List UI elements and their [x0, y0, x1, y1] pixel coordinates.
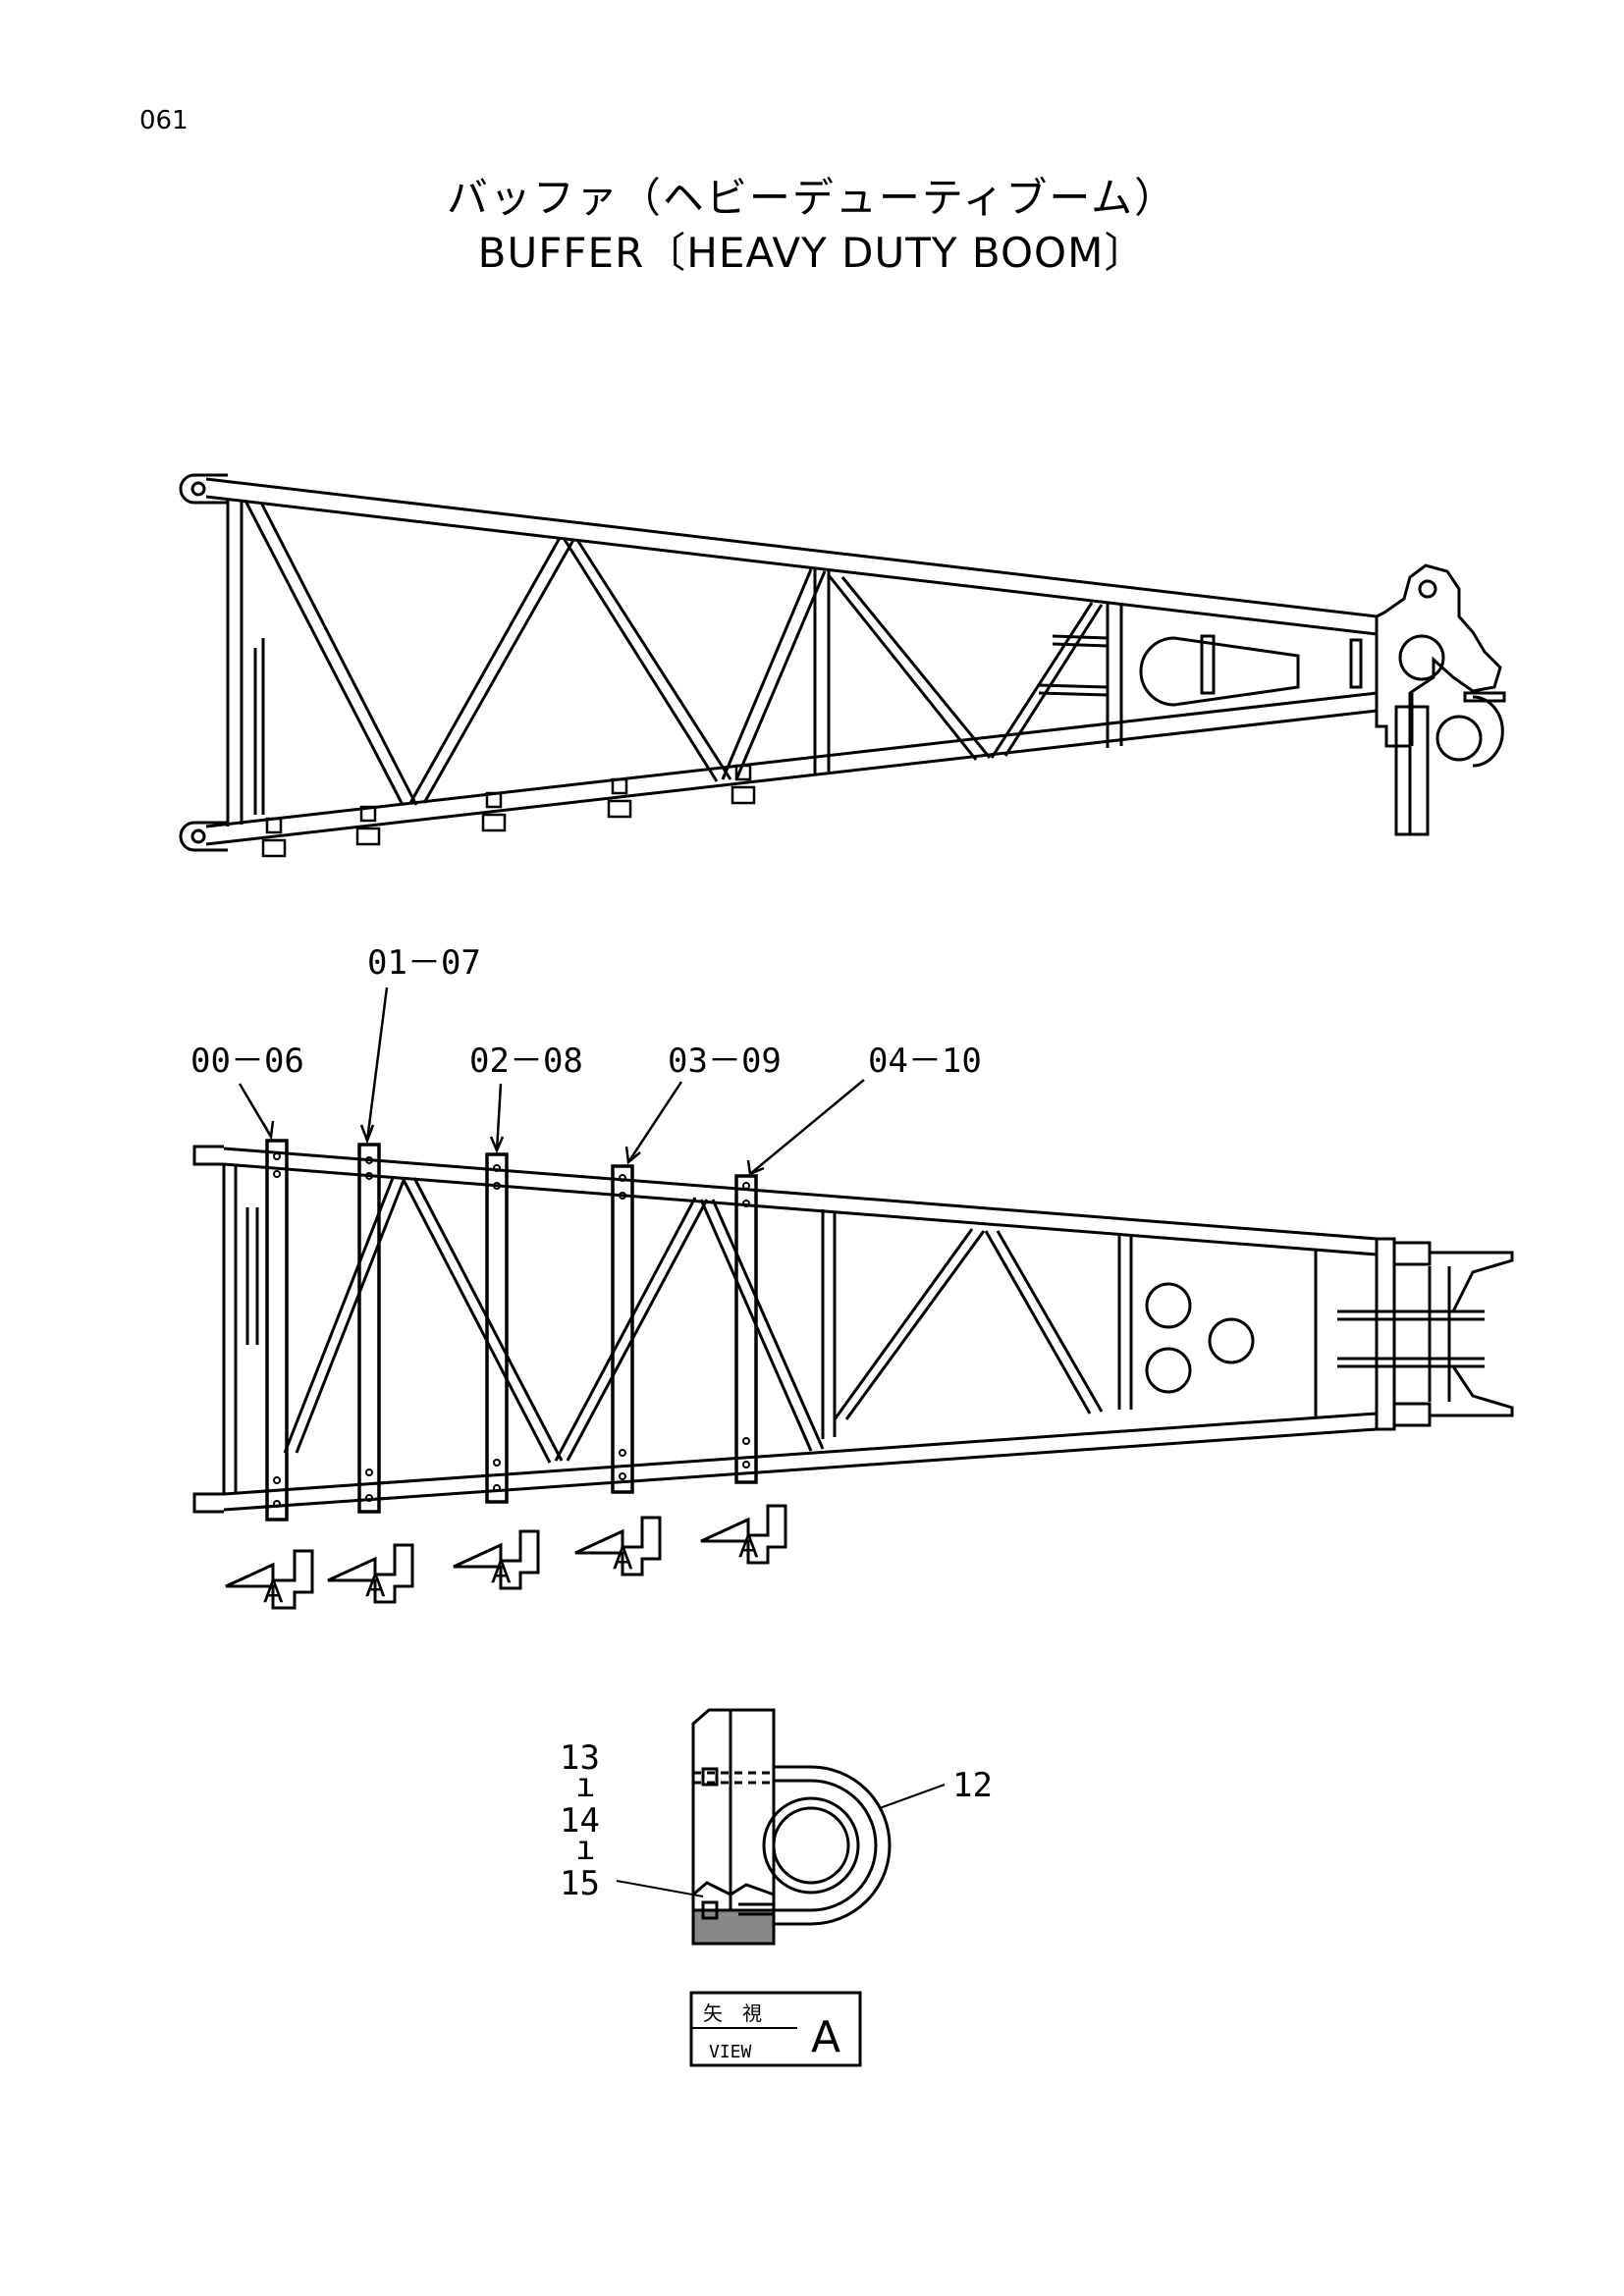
title-english: BUFFER〔HEAVY DUTY BOOM〕: [477, 229, 1147, 277]
separator-mark: ı: [575, 1766, 595, 1805]
view-arrow-letter: A: [491, 1556, 512, 1590]
callout-00-06: 00－06: [190, 1041, 304, 1081]
view-arrows: [225, 1504, 787, 1610]
part-label-15: 15: [560, 1864, 600, 1903]
callout-04-10: 04－10: [868, 1041, 982, 1081]
callout-leaders: [238, 987, 865, 1176]
view-arrow-letter: A: [263, 1575, 284, 1610]
detail-view-a: [616, 1708, 946, 1946]
page-number: 061: [139, 106, 189, 135]
view-box-japanese: 矢 視: [703, 2002, 762, 2025]
view-a-label-box: [689, 1991, 862, 2067]
boom-plan-view: [192, 1139, 1514, 1522]
part-label-14: 14: [560, 1801, 600, 1841]
view-box-letter: A: [811, 2012, 840, 2062]
boom-side-view: [179, 473, 1506, 858]
callout-03-09: 03－09: [668, 1041, 782, 1081]
view-arrow-letter: A: [365, 1570, 386, 1604]
part-label-13: 13: [560, 1738, 600, 1778]
title-japanese: バッファ（ヘビーデューティブーム）: [446, 174, 1178, 222]
callout-02-08: 02－08: [469, 1041, 583, 1081]
callout-01-07: 01－07: [367, 943, 481, 983]
part-label-12: 12: [952, 1766, 993, 1805]
view-box-english: VIEW: [709, 2042, 752, 2062]
view-arrow-letter: A: [738, 1530, 759, 1565]
separator-mark: ı: [575, 1829, 595, 1868]
view-arrow-letter: A: [613, 1542, 633, 1576]
